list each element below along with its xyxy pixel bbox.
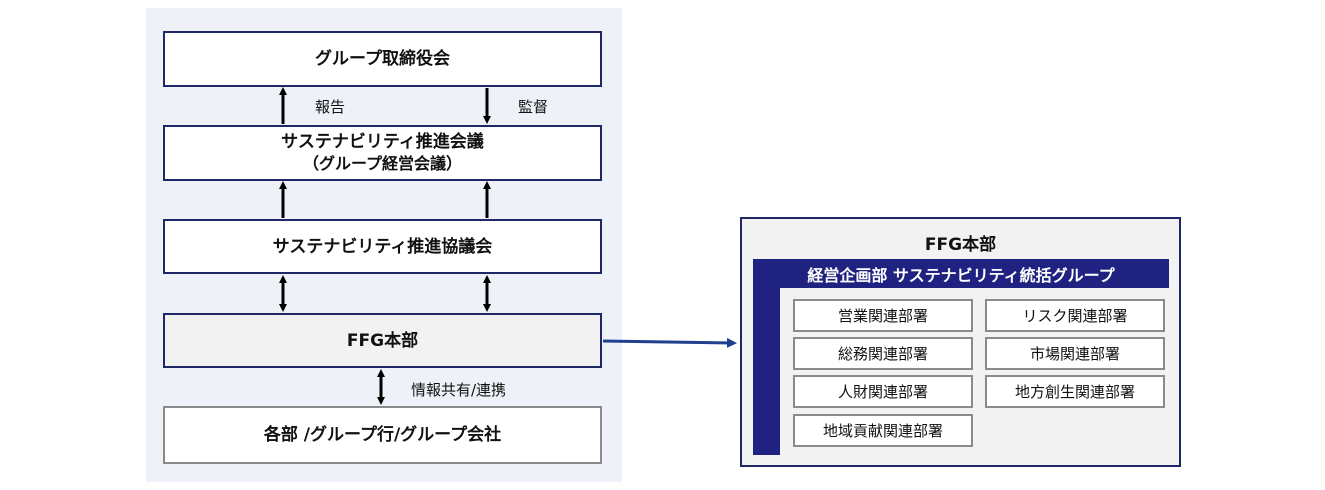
supervise-label: 監督 — [518, 98, 549, 116]
group-management-meeting-label: （グループ経営会議） — [302, 154, 463, 173]
department-markets: 市場関連部署 — [985, 337, 1165, 370]
hq-to-detail-arrow — [602, 337, 737, 348]
ffg-hq-label: FFG本部 — [346, 330, 419, 351]
department-human-capital: 人財関連部署 — [793, 375, 973, 408]
sustainability-group-label: 経営企画部 サステナビリティ統括グループ — [807, 265, 1115, 285]
sustainability-committee-label: サステナビリティ推進協議会 — [272, 236, 493, 257]
department-regional-revitalization: 地方創生関連部署 — [985, 375, 1165, 408]
share-cooperation-label: 情報共有/連携 — [411, 381, 507, 399]
group-companies-box: 各部 /グループ行/グループ会社 — [163, 406, 602, 464]
ffg-hq-detail-title: FFG本部 — [924, 235, 997, 255]
report-label: 報告 — [315, 98, 346, 116]
group-companies-label: 各部 /グループ行/グループ会社 — [263, 425, 502, 445]
sustainability-group-header: 経営企画部 サステナビリティ統括グループ — [753, 259, 1169, 288]
sustainability-group-sidebar — [753, 288, 780, 455]
ffg-hq-box: FFG本部 — [163, 313, 602, 368]
sustainability-council-box: サステナビリティ推進会議 （グループ経営会議） — [163, 125, 602, 181]
department-sales: 営業関連部署 — [793, 299, 973, 332]
sustainability-committee-box: サステナビリティ推進協議会 — [163, 219, 602, 274]
department-general-affairs: 総務関連部署 — [793, 337, 973, 370]
department-community-contribution: 地域貢献関連部署 — [793, 414, 973, 447]
group-board-label: グループ取締役会 — [315, 49, 450, 69]
department-risk: リスク関連部署 — [985, 299, 1165, 332]
sustainability-council-label: サステナビリティ推進会議 — [281, 132, 484, 152]
group-board-box: グループ取締役会 — [163, 31, 602, 87]
